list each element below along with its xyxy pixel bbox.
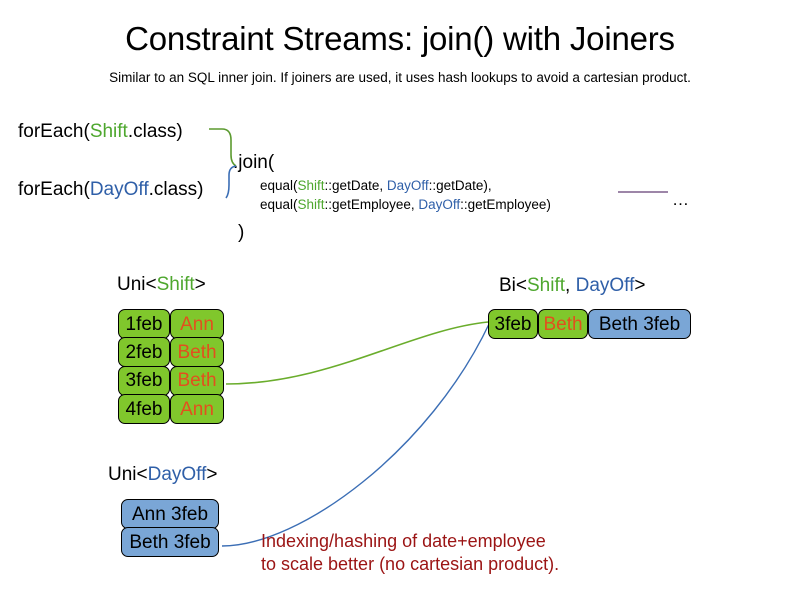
table-row[interactable]: 3feb Beth Beth 3feb bbox=[488, 309, 691, 339]
code-equal-employee-left-method: ::getEmployee, bbox=[324, 197, 419, 212]
label-uni-dayoff-type: DayOff bbox=[147, 464, 207, 485]
code-equal-employee-right-type: DayOff bbox=[418, 197, 461, 212]
label-uni-shift-type: Shift bbox=[156, 274, 195, 295]
bi-stream-table: 3feb Beth Beth 3feb bbox=[488, 309, 691, 339]
caption-note: Indexing/hashing of date+employee to scal… bbox=[261, 530, 559, 576]
cell-employee: Ann bbox=[170, 394, 224, 425]
label-uni-dayoff: Uni<DayOff> bbox=[108, 464, 218, 486]
label-bi-prefix: Bi< bbox=[499, 275, 527, 296]
label-bi-type-b: DayOff bbox=[575, 275, 635, 296]
code-foreach-shift: forEach(Shift.class) bbox=[18, 121, 183, 143]
edge-shift-to-bi bbox=[225, 321, 489, 385]
code-foreach-dayoff-suffix: .class) bbox=[148, 179, 204, 200]
brace-shift-to-join bbox=[209, 128, 237, 167]
caption-line-2: to scale better (no cartesian product). bbox=[261, 554, 560, 574]
cell-employee: Beth bbox=[170, 337, 224, 368]
label-uni-dayoff-suffix: > bbox=[206, 464, 218, 485]
uni-shift-table: 1feb Ann 2feb Beth 3feb Beth 4feb Ann bbox=[118, 309, 224, 425]
code-foreach-dayoff: forEach(DayOff.class) bbox=[18, 179, 204, 201]
cell-employee: Beth bbox=[538, 309, 588, 339]
table-row[interactable]: 1feb Ann bbox=[118, 309, 224, 339]
label-uni-shift-prefix: Uni< bbox=[117, 274, 157, 295]
cell-date: 3feb bbox=[488, 309, 538, 339]
code-equal-employee-prefix: equal( bbox=[260, 197, 298, 212]
cell-date: 1feb bbox=[118, 309, 170, 339]
code-equal-employee: equal(Shift::getEmployee, DayOff::getEmp… bbox=[260, 197, 551, 212]
label-bi-suffix: > bbox=[634, 275, 646, 296]
cell-dayoff: Beth 3feb bbox=[588, 309, 691, 339]
label-uni-dayoff-prefix: Uni< bbox=[108, 464, 148, 485]
label-bi-separator: , bbox=[565, 275, 576, 296]
caption-line-1: Indexing/hashing of date+employee bbox=[261, 531, 546, 551]
cell-dayoff: Ann 3feb bbox=[121, 499, 219, 529]
edge-dayoff-to-bi bbox=[221, 321, 491, 547]
code-token-dayoff: DayOff bbox=[89, 179, 149, 200]
code-equal-date-right-method: ::getDate), bbox=[428, 178, 492, 193]
code-foreach-shift-prefix: forEach( bbox=[18, 121, 90, 142]
table-row[interactable]: 4feb Ann bbox=[118, 394, 224, 425]
code-join-close: ) bbox=[238, 222, 245, 243]
code-foreach-dayoff-prefix: forEach( bbox=[18, 179, 90, 200]
label-uni-shift: Uni<Shift> bbox=[117, 274, 206, 296]
code-equal-date-left-type: Shift bbox=[297, 178, 325, 193]
table-row[interactable]: Ann 3feb bbox=[121, 499, 219, 529]
page-title: Constraint Streams: join() with Joiners bbox=[125, 20, 675, 57]
cell-employee: Ann bbox=[170, 309, 224, 339]
cell-date: 4feb bbox=[118, 394, 170, 425]
ellipsis-indicator: … bbox=[672, 190, 690, 209]
cell-date: 2feb bbox=[118, 337, 170, 368]
cell-employee: Beth bbox=[170, 365, 224, 396]
code-foreach-shift-suffix: .class) bbox=[127, 121, 183, 142]
cell-date: 3feb bbox=[118, 365, 170, 396]
uni-dayoff-table: Ann 3feb Beth 3feb bbox=[121, 499, 219, 558]
label-uni-shift-suffix: > bbox=[194, 274, 206, 295]
code-equal-employee-right-method: ::getEmployee) bbox=[460, 197, 551, 212]
table-row[interactable]: Beth 3feb bbox=[121, 527, 219, 558]
label-bi-stream: Bi<Shift, DayOff> bbox=[499, 275, 645, 297]
code-equal-date-left-method: ::getDate, bbox=[324, 178, 387, 193]
table-row[interactable]: 2feb Beth bbox=[118, 337, 224, 368]
code-equal-employee-left-type: Shift bbox=[297, 197, 325, 212]
page-subtitle: Similar to an SQL inner join. If joiners… bbox=[109, 70, 691, 85]
table-row[interactable]: 3feb Beth bbox=[118, 365, 224, 396]
cell-dayoff: Beth 3feb bbox=[121, 527, 219, 558]
code-equal-date-prefix: equal( bbox=[260, 178, 298, 193]
code-equal-date: equal(Shift::getDate, DayOff::getDate), bbox=[260, 178, 492, 193]
label-bi-type-a: Shift bbox=[527, 275, 566, 296]
code-join-open: .join( bbox=[233, 152, 275, 173]
code-equal-date-right-type: DayOff bbox=[386, 178, 429, 193]
code-token-shift: Shift bbox=[89, 121, 128, 142]
